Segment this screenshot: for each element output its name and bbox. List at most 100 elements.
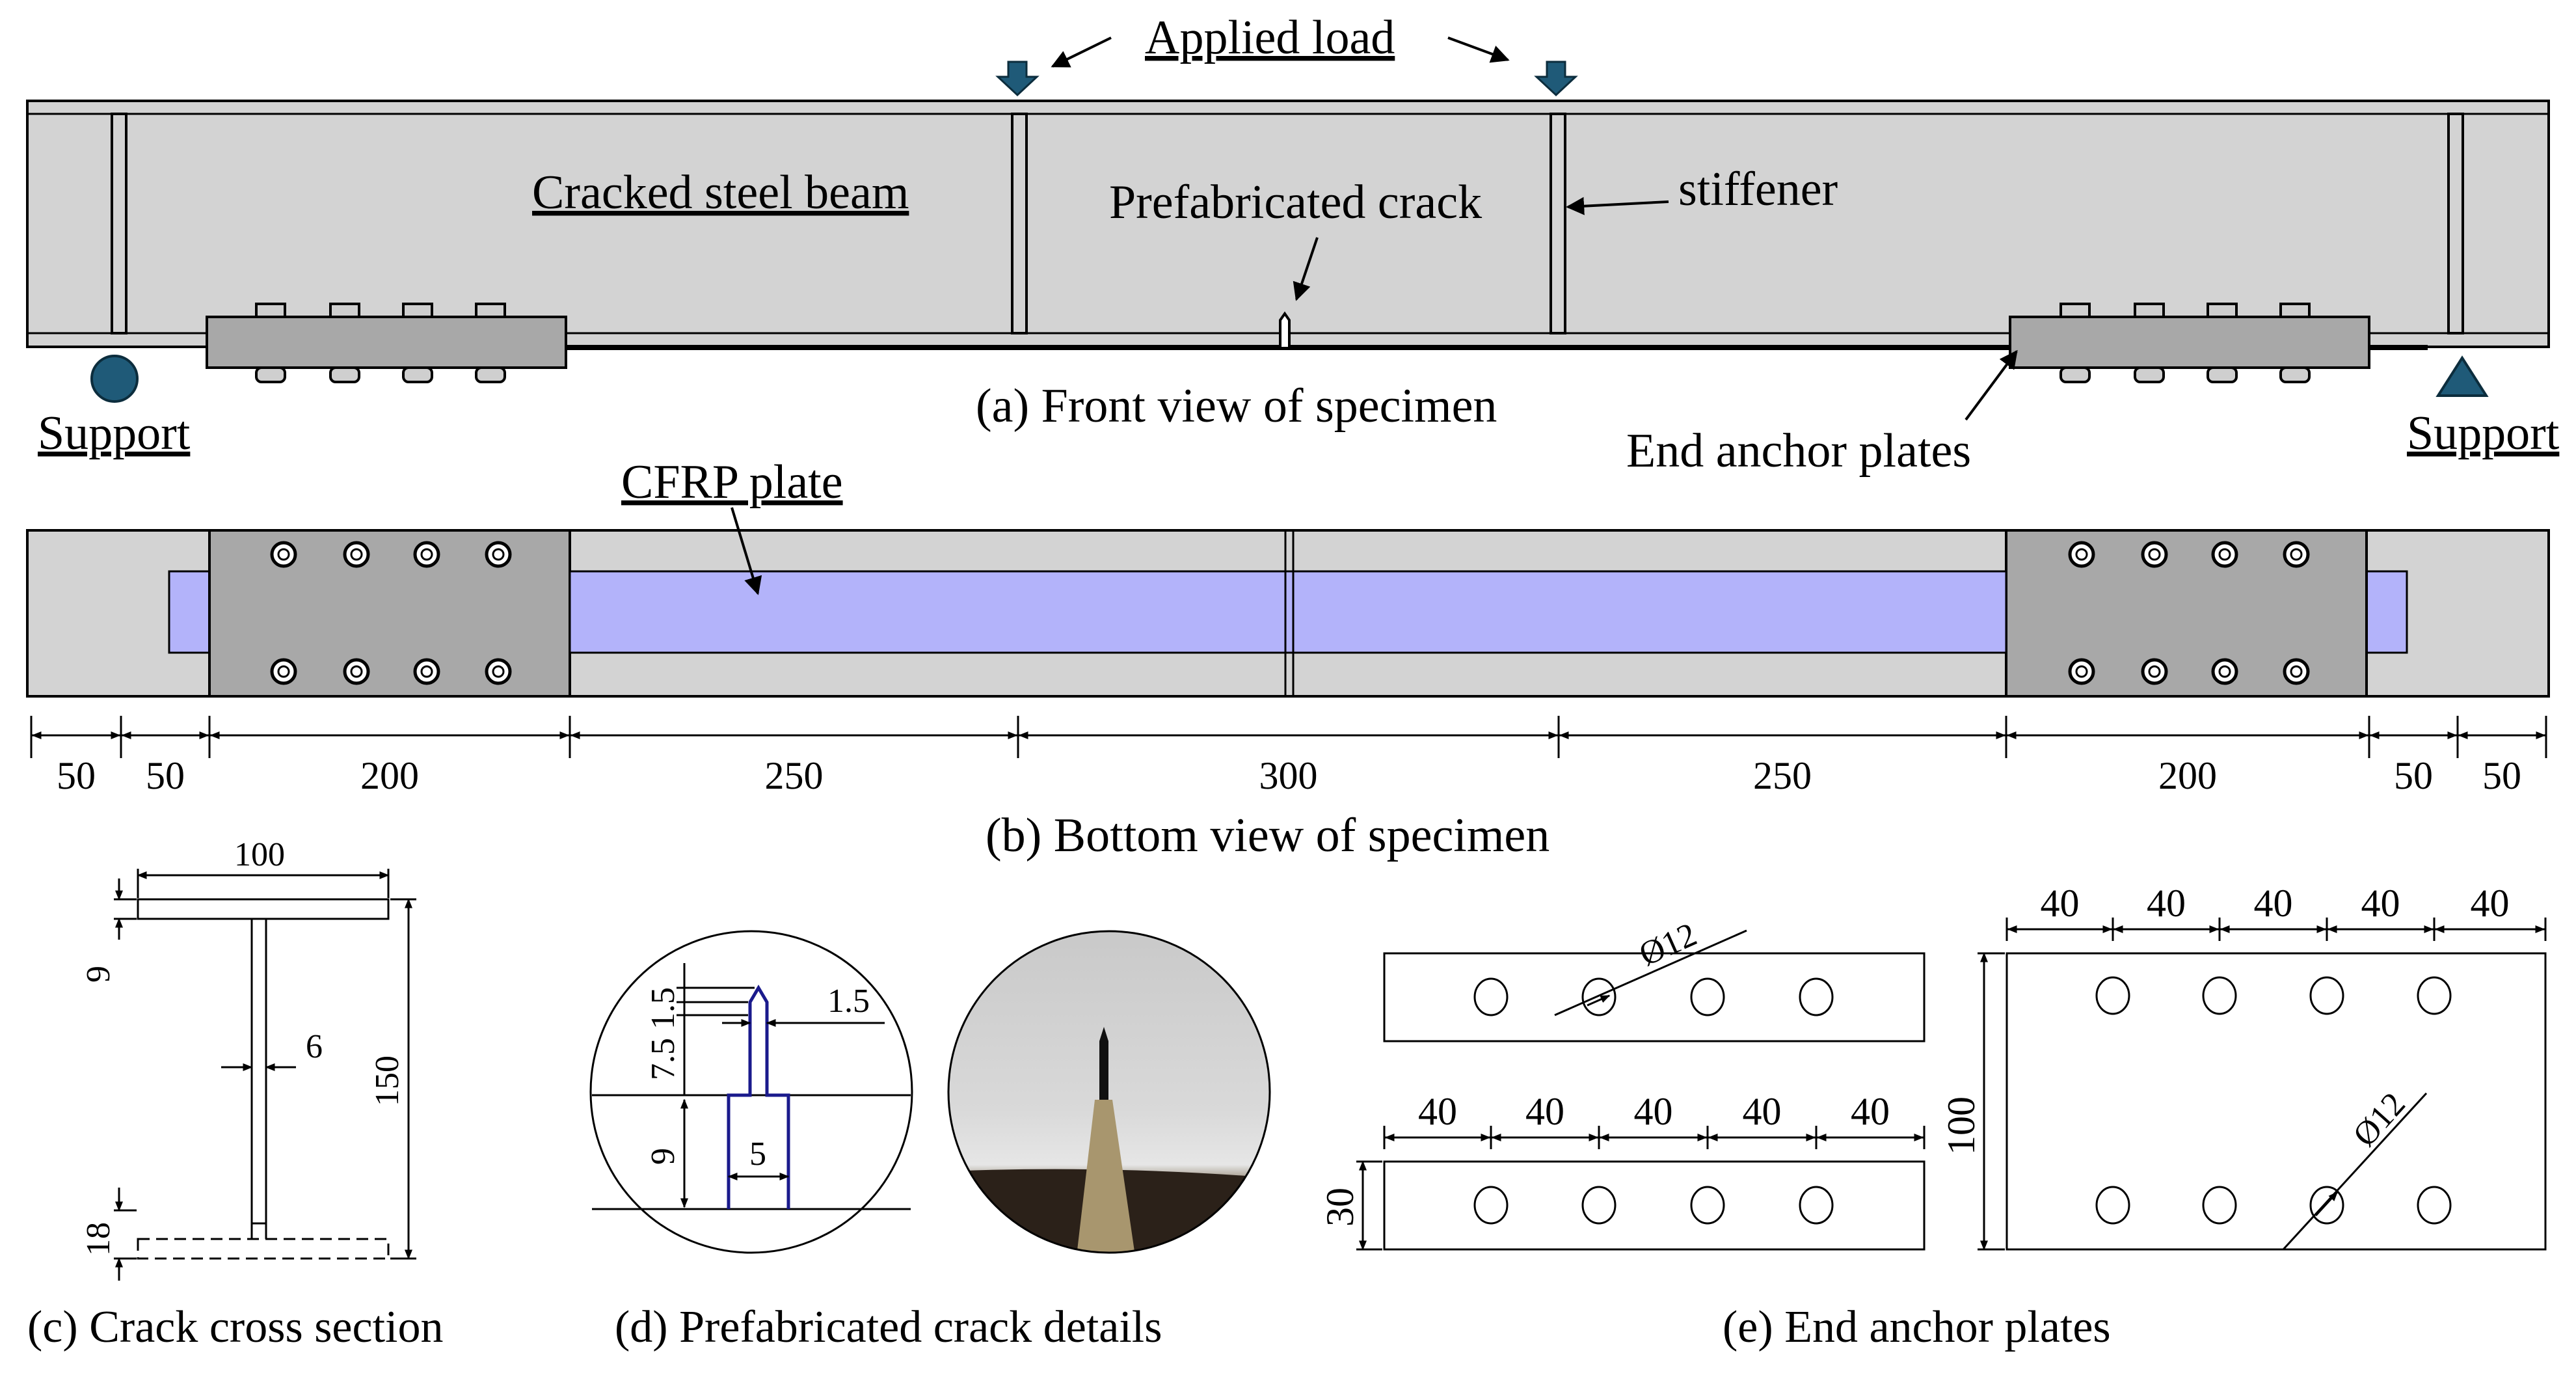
prefabricated-crack-mark [1279, 311, 1291, 349]
crack-photo [948, 931, 1270, 1253]
bolt-head-top [2207, 303, 2238, 318]
bolt-hole [2202, 976, 2237, 1015]
hole-spacing-dim: 40 [2361, 882, 2400, 925]
support-left-label: Support [38, 407, 191, 460]
bolt-hole [1690, 977, 1725, 1016]
hole-spacing-dim: 40 [2254, 882, 2293, 925]
tip-height-dim: 7.5 1.5 [645, 987, 682, 1080]
hole-spacing-dim: 40 [1634, 1090, 1673, 1133]
bolt-hole [1799, 977, 1834, 1016]
bottom-dimension: 50 [2482, 754, 2521, 797]
plate-width-small-dim: 30 [1319, 1188, 1362, 1227]
support-right-pin-icon [2435, 355, 2489, 397]
top-flange [137, 898, 390, 920]
bolt [413, 658, 440, 685]
bolt-hole [1473, 977, 1509, 1016]
small-plate-top [1383, 952, 1925, 1042]
bolt [485, 541, 512, 568]
bolt [2068, 658, 2095, 685]
bolt-hole [1581, 1186, 1617, 1225]
caption-d: (d) Prefabricated crack details [615, 1302, 1162, 1352]
bottom-flange-crack [137, 1238, 390, 1260]
hole-spacing-dim: 40 [2147, 882, 2186, 925]
bolt-nut-bottom [329, 366, 360, 383]
bolt-hole [2309, 1186, 2344, 1225]
bolt-nut-bottom [402, 366, 433, 383]
anchor-plate-left-bottom [208, 529, 571, 698]
bolt-hole [1799, 1186, 1834, 1225]
applied-load-label: Applied load [1145, 11, 1395, 64]
support-left-roller-icon [90, 355, 139, 403]
hole-spacing-dim: 40 [1851, 1090, 1890, 1133]
bottom-dimension: 200 [360, 754, 419, 797]
bolt-hole [2202, 1186, 2237, 1225]
bolt-nut-bottom [2059, 366, 2091, 383]
web-thickness-dim: 6 [306, 1028, 323, 1065]
bolt [2068, 541, 2095, 568]
anchor-plate-right-front [2009, 316, 2370, 369]
anchor-plate-right-bottom [2005, 529, 2368, 698]
bolts-bottom [270, 541, 2310, 685]
caption-e: (e) End anchor plates [1723, 1302, 2111, 1352]
bolt [2141, 541, 2168, 568]
bottom-dimension: 50 [146, 754, 185, 797]
hole-spacing-dim: 40 [1525, 1090, 1564, 1133]
end-anchor-plates-label: End anchor plates [1626, 424, 1971, 478]
prefabricated-crack-label: Prefabricated crack [1109, 176, 1482, 229]
bolt-hole [1473, 1186, 1509, 1225]
cracked-beam-label: Cracked steel beam [532, 166, 909, 219]
flange-width-dim: 100 [234, 836, 285, 873]
bolt [485, 658, 512, 685]
bolt [2211, 541, 2238, 568]
bolt-hole [2417, 1186, 2452, 1225]
bolt-hole [2417, 976, 2452, 1015]
hole-spacing-dim: 40 [2041, 882, 2080, 925]
hole-diameter-right-dim: Ø12 [2346, 1085, 2413, 1154]
load-arrow-right-icon [1534, 61, 1578, 97]
load-arrow-left-icon [995, 61, 1040, 97]
hole-diameter-top-dim: Ø12 [1634, 916, 1702, 973]
caption-c: (c) Crack cross section [27, 1302, 443, 1352]
small-plate-bottom [1383, 1160, 1925, 1251]
cfrp-plate-front [208, 345, 2428, 350]
bolt-hole [1690, 1186, 1725, 1225]
steel-beam-front [26, 100, 2550, 348]
slot-width-dim: 5 [749, 1136, 766, 1173]
bolt-head-top [2059, 303, 2091, 318]
tip-width-dim: 1.5 [827, 983, 870, 1020]
bolt [2211, 658, 2238, 685]
bolt [270, 658, 297, 685]
bolt-head-top [402, 303, 433, 318]
stiffeners [111, 113, 2464, 334]
bolt [2141, 658, 2168, 685]
caption-b: (b) Bottom view of specimen [986, 809, 1550, 862]
bolt [2283, 658, 2310, 685]
bolt-head-top [255, 303, 286, 318]
anchor-plate-left-front [206, 316, 567, 369]
plate-width-large-dim: 100 [1940, 1096, 1983, 1155]
bottom-dimension: 200 [2158, 754, 2217, 797]
depth-dim: 150 [369, 1055, 406, 1106]
caption-a: (a) Front view of specimen [976, 379, 1497, 433]
bolt [2283, 541, 2310, 568]
slot-height-dim: 9 [645, 1148, 682, 1165]
crack-depth-dim: 18 [80, 1222, 117, 1256]
crack-details: 7.5 1.5 1.5 9 5 (d) Prefabricated crack … [589, 930, 1271, 1352]
bolt-nut-bottom [255, 366, 286, 383]
bottom-dimension: 300 [1259, 754, 1318, 797]
hole-spacing-dim: 40 [1743, 1090, 1782, 1133]
cfrp-plate-label: CFRP plate [621, 456, 843, 509]
bolt-nut-bottom [475, 366, 506, 383]
support-right-label: Support [2407, 407, 2560, 460]
bottom-dimension: 250 [1753, 754, 1812, 797]
bolt-head-top [329, 303, 360, 318]
bolt [343, 541, 370, 568]
bolt-head-top [2279, 303, 2311, 318]
bottom-dimension: 50 [2394, 754, 2433, 797]
bottom-dimension: 50 [57, 754, 96, 797]
flange-thickness-dim: 9 [80, 966, 117, 983]
